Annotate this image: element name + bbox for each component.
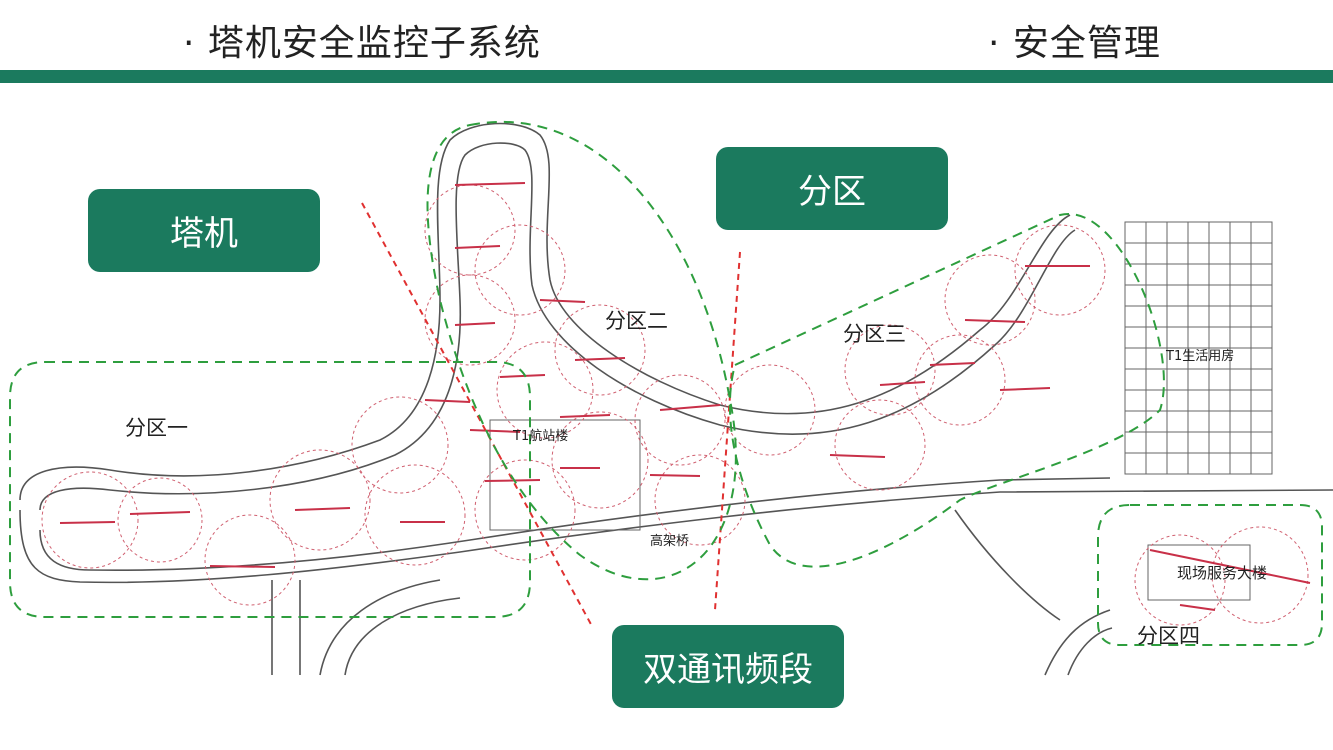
- page-title: · 塔机安全监控子系统: [183, 23, 541, 64]
- southern-road: [19, 489, 1333, 584]
- zone1-boundary: [9, 361, 531, 618]
- bridge-label: 高架桥: [650, 534, 690, 549]
- band-divider-left: [361, 202, 594, 629]
- zone1-label: 分区一: [125, 416, 188, 440]
- header-bar: [0, 70, 1333, 83]
- zone-boundaries: [9, 120, 1323, 646]
- access-road: [271, 580, 301, 675]
- east-road: [1044, 609, 1111, 676]
- terminal-outline: [489, 419, 641, 531]
- approach-road: [319, 579, 441, 676]
- southern-road-inner: [39, 477, 1111, 571]
- dormitory-label: T1生活用房: [1166, 349, 1235, 364]
- section-title: · 安全管理: [988, 23, 1161, 64]
- band-divider-right: [714, 251, 741, 611]
- service-building-label: 现场服务大楼: [1177, 564, 1268, 582]
- approach-road-2: [344, 597, 461, 676]
- dual-band-tag: 双通讯频段: [612, 625, 844, 708]
- main-curved-road: [19, 122, 1071, 501]
- zone3-boundary: [728, 213, 1165, 568]
- building-grid: [489, 221, 1273, 601]
- service-building-outline: [1147, 544, 1251, 601]
- crane-radius-circles: [41, 184, 1309, 626]
- east-connector: [954, 509, 1061, 621]
- zone2-boundary: [426, 120, 737, 581]
- partition-tag: 分区: [716, 147, 948, 230]
- zone4-label: 分区四: [1137, 624, 1200, 648]
- crane-tag: 塔机: [88, 189, 320, 272]
- band-dividers: [361, 202, 741, 629]
- east-road-2: [1067, 627, 1113, 676]
- roads: [19, 122, 1333, 676]
- terminal-label: T1航站楼: [513, 429, 569, 444]
- zone3-label: 分区三: [843, 322, 906, 346]
- zone4-boundary: [1097, 504, 1323, 646]
- crane-jibs: [59, 182, 1311, 611]
- zone2-label: 分区二: [605, 309, 668, 333]
